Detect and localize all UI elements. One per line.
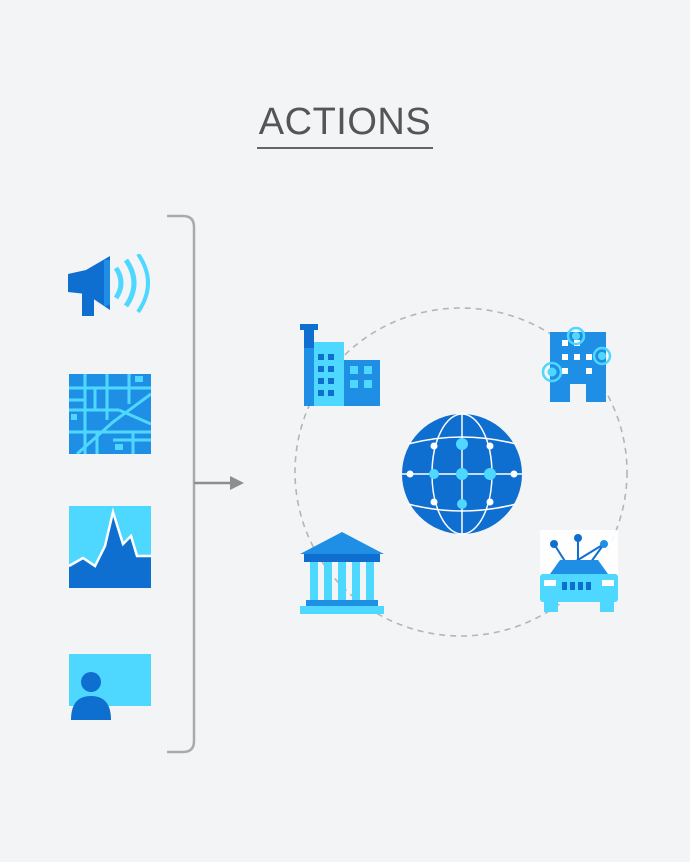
connected-vehicle-icon	[540, 530, 618, 612]
factory-building-icon	[300, 324, 380, 406]
city-map-icon	[69, 374, 151, 454]
orbit-dashed-circle	[294, 307, 628, 637]
diagram-title: ACTIONS	[0, 100, 690, 149]
megaphone-icon	[68, 254, 150, 316]
line-chart-icon	[69, 506, 151, 588]
bracket-line	[167, 214, 196, 754]
network-globe-icon	[402, 413, 522, 535]
title-text: ACTIONS	[256, 100, 434, 149]
connected-building-icon	[541, 326, 612, 402]
arrow-head	[230, 476, 244, 490]
presenter-screen-icon	[69, 654, 151, 720]
government-building-icon	[300, 532, 384, 614]
